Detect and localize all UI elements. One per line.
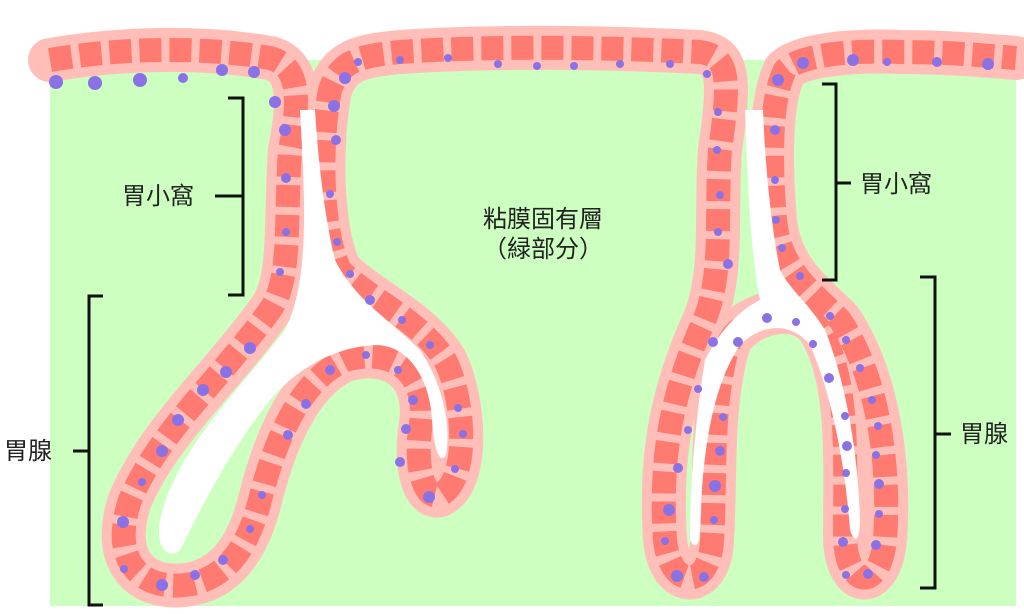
epithelium-cells bbox=[47, 35, 1017, 598]
nuclei bbox=[49, 54, 994, 591]
label-gastric-gland-right: 胃腺 bbox=[960, 420, 1008, 448]
label-lamina-propria: 粘膜固有層 （緑部分） bbox=[468, 204, 618, 264]
bracket-pit-left bbox=[215, 96, 245, 297]
bracket-pit-right bbox=[822, 82, 851, 282]
bracket-gland-left bbox=[73, 294, 103, 607]
label-lamina-propria-line2: （緑部分） bbox=[483, 235, 603, 263]
gland-lumen-right bbox=[690, 110, 860, 546]
label-gastric-gland-left: 胃腺 bbox=[4, 437, 52, 465]
bracket-gland-right bbox=[920, 275, 951, 590]
label-lamina-propria-line1: 粘膜固有層 bbox=[483, 205, 603, 233]
gland-lumen-left bbox=[159, 110, 448, 554]
label-gastric-pit-right: 胃小窩 bbox=[860, 170, 932, 198]
label-gastric-pit-left: 胃小窩 bbox=[122, 182, 194, 210]
